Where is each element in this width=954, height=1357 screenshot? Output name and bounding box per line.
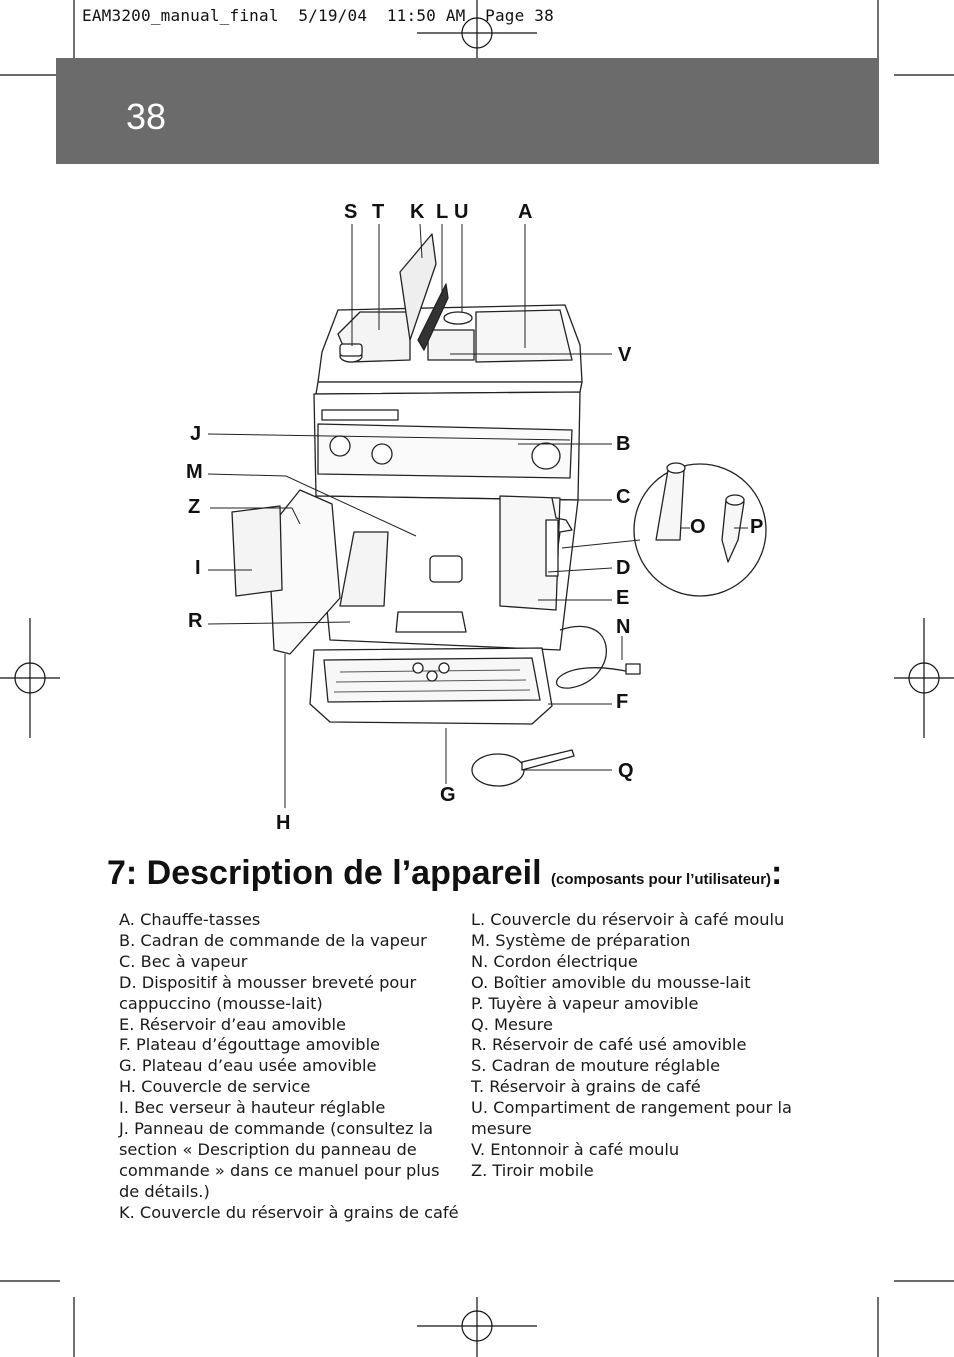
registration-mark-left [0,618,60,738]
control-knob-left [329,435,351,457]
ground-coffee-funnel [443,311,473,325]
callout-A: A [518,201,533,223]
registration-mark-bottom [417,1297,537,1357]
mobile-drawer [231,505,283,597]
registration-mark-top [417,0,537,58]
water-tank [499,495,561,611]
list-item: N. Cordon électrique [471,951,638,971]
list-item: J. Panneau de commande (consultez la sec… [119,1119,440,1201]
callout-F: F [616,691,629,713]
callout-U: U [454,201,469,223]
list-item: S. Cadran de mouture réglable [471,1056,721,1076]
list-item: R. Réservoir de café usé amovible [471,1035,747,1055]
cup-warmer [475,309,573,363]
callout-E: E [616,587,630,609]
list-item: D. Dispositif à mousser breveté pour cap… [119,972,417,1013]
callout-R: R [188,610,203,632]
grounds-container [339,531,389,607]
callout-N: N [616,616,631,638]
page-header-band: 38 [56,58,879,164]
control-knob-middle [371,443,393,465]
callout-G: G [440,784,456,806]
callout-P: P [750,516,764,538]
callout-C: C [616,486,631,508]
list-item: M. Système de préparation [471,930,691,950]
list-item: K. Couvercle du réservoir à grains de ca… [119,1202,459,1222]
section-colon: : [771,854,783,892]
callout-D: D [616,557,631,579]
callout-O: O [690,516,706,538]
callout-K: K [410,201,425,223]
list-item: O. Boîtier amovible du mousse-lait [471,972,751,992]
list-item: Z. Tiroir mobile [471,1160,594,1180]
list-item: P. Tuyère à vapeur amovible [471,993,699,1013]
callout-M: M [186,461,203,483]
list-item: T. Réservoir à grains de café [471,1077,701,1097]
power-cord [556,625,631,689]
callout-B: B [616,433,631,455]
list-item: H. Couvercle de service [119,1077,311,1097]
steam-wand [551,497,573,577]
callout-H: H [276,812,291,834]
callout-T: T [372,201,385,223]
section-title: 7: Description de l’appareil [107,854,542,892]
section-heading: 7: Description de l’appareil (composants… [107,854,782,893]
list-item: L. Couvercle du réservoir à café moulu [471,910,785,929]
components-list-right: L. Couvercle du réservoir à café moulu M… [471,910,821,1182]
list-item: E. Réservoir d’eau amovible [119,1014,346,1034]
measuring-scoop [471,753,525,787]
list-item: B. Cadran de commande de la vapeur [119,930,427,950]
callout-L: L [436,201,449,223]
list-item: Q. Mesure [471,1014,553,1034]
print-slug-line: EAM3200_manual_final 5/19/04 11:50 AM Pa… [82,6,554,25]
service-door [267,489,341,655]
list-item: A. Chauffe-tasses [119,910,261,929]
coffee-spout [429,555,463,583]
list-item: V. Entonnoir à café moulu [471,1139,680,1159]
list-item: F. Plateau d’égouttage amovible [119,1035,381,1055]
steam-dial [531,442,561,470]
list-item: U. Compartiment de rangement pour la mes… [471,1098,792,1139]
list-item: C. Bec à vapeur [119,951,248,971]
callout-J: J [190,423,202,445]
registration-mark-right [894,618,954,738]
callout-Q: Q [618,760,634,782]
section-subtitle: (composants pour l’utilisateur) [551,871,772,888]
page-number: 38 [126,96,167,137]
callout-S: S [344,201,358,223]
list-item: I. Bec verseur à hauteur réglable [119,1098,386,1118]
list-item: G. Plateau d’eau usée amovible [119,1056,377,1076]
callout-V: V [618,344,632,366]
callout-I: I [195,557,201,579]
callout-Z: Z [188,496,201,518]
components-list-left: A. Chauffe-tasses B. Cadran de commande … [119,910,463,1224]
